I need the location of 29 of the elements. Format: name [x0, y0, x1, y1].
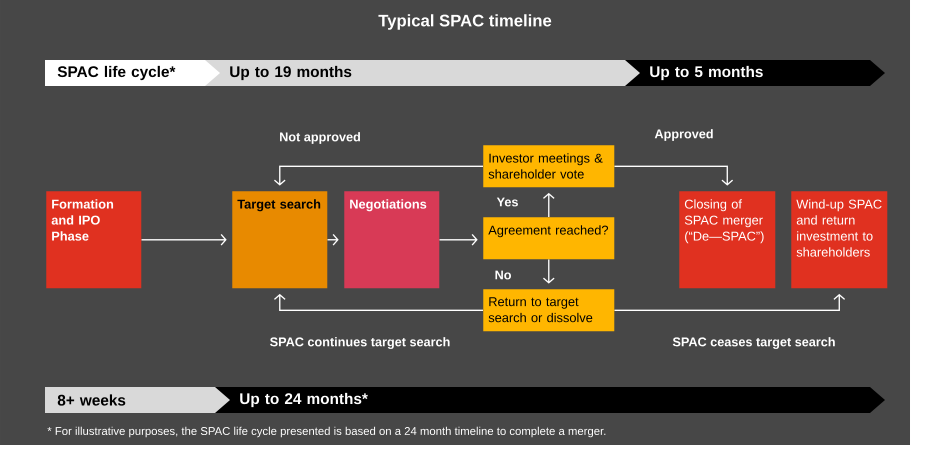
phase-box: Target search [232, 191, 328, 288]
arrow [142, 234, 227, 246]
timeline-segment: SPAC life cycle* [45, 60, 220, 86]
edge-label: SPAC continues target search [270, 337, 450, 349]
step-box: Investor meetings & shareholder vote [483, 145, 614, 188]
arrow [440, 234, 478, 246]
arrow [614, 166, 734, 186]
edge-label: No [495, 270, 511, 280]
outcome-box: Wind-up SPAC and return investment to shareholders [791, 191, 888, 288]
arrow [274, 294, 483, 311]
step-box: Return to target search or dissolve [483, 289, 614, 332]
phase-box: Formation and IPO Phase [46, 191, 142, 288]
timeline-segment: Up to 5 months [625, 60, 885, 86]
timeline-segment: Up to 19 months [205, 60, 640, 86]
timeline-segment: Up to 24 months* [215, 387, 885, 413]
phase-box: Negotiations [344, 191, 440, 288]
edge-label: Yes [496, 198, 518, 206]
edge-label: SPAC ceases target search [672, 337, 835, 349]
title: Typical SPAC timeline [378, 14, 552, 30]
arrow [543, 192, 555, 217]
decision-box: Agreement reached? [483, 217, 614, 260]
arrow [274, 166, 483, 186]
edge-label: Approved [654, 129, 713, 141]
arrow [614, 294, 846, 311]
timeline-segment: 8+ weeks [45, 387, 230, 413]
footnote: * For illustrative purposes, the SPAC life cycle presented is based on a 24 month timeline to complete a merger. [47, 426, 606, 438]
outcome-box: Closing of SPAC merger (“De—SPAC”) [679, 191, 776, 288]
edge-label: Not approved [280, 132, 360, 144]
arrow [543, 260, 555, 284]
